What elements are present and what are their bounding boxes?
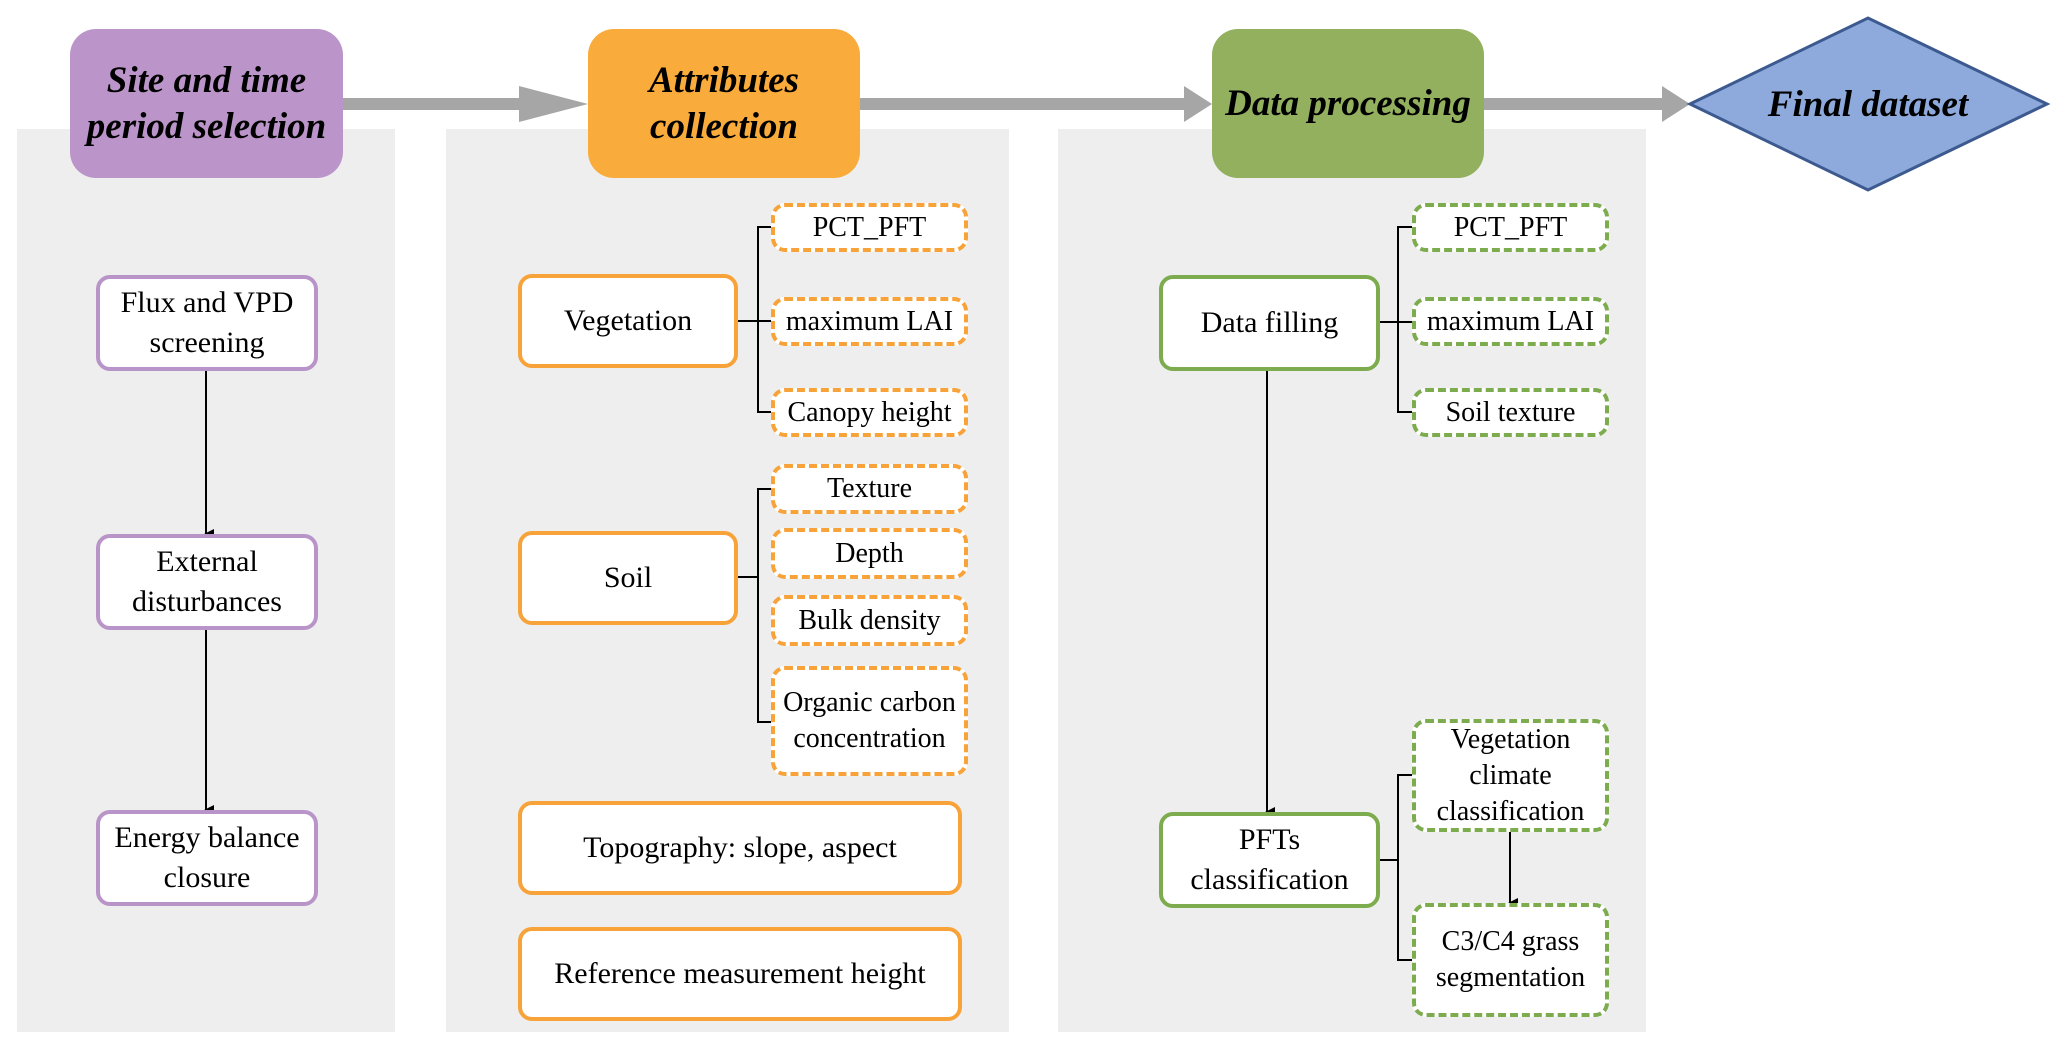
flow-arrow-site-to-attributes [343, 86, 588, 122]
proc-fill-max-lai: maximum LAI [1412, 297, 1609, 346]
attributes-collection-header: Attributes collection [588, 29, 860, 178]
proc-pfts-classification: PFTs classification [1159, 812, 1380, 908]
proc-c3c4-grass-segmentation: C3/C4 grass segmentation [1412, 903, 1609, 1017]
attr-soil-texture: Texture [771, 464, 968, 514]
attr-soil-depth: Depth [771, 528, 968, 579]
final-dataset-label: Final dataset [1767, 83, 1969, 125]
attr-veg-pct-pft: PCT_PFT [771, 203, 968, 252]
attr-reference-height: Reference measurement height [518, 927, 962, 1021]
attr-soil-bulk-density: Bulk density [771, 595, 968, 646]
proc-fill-pct-pft: PCT_PFT [1412, 203, 1609, 252]
site-selection-header: Site and time period selection [70, 29, 343, 178]
attr-topography: Topography: slope, aspect [518, 801, 962, 895]
attr-veg-canopy-height: Canopy height [771, 388, 968, 437]
data-processing-header: Data processing [1212, 29, 1484, 178]
flow-arrow-processing-to-final [1484, 86, 1690, 122]
attr-soil: Soil [518, 531, 738, 625]
proc-vegetation-climate-classification: Vegetation climate classification [1412, 719, 1609, 832]
attr-vegetation: Vegetation [518, 274, 738, 368]
attr-soil-organic-carbon: Organic carbon concentration [771, 666, 968, 776]
flow-arrow-attributes-to-processing [860, 86, 1212, 122]
attr-veg-max-lai: maximum LAI [771, 297, 968, 346]
step-energy-balance-closure: Energy balance closure [96, 810, 318, 906]
proc-data-filling: Data filling [1159, 275, 1380, 371]
proc-fill-soil-texture: Soil texture [1412, 388, 1609, 437]
step-flux-vpd-screening: Flux and VPD screening [96, 275, 318, 371]
step-external-disturbances: External disturbances [96, 534, 318, 630]
